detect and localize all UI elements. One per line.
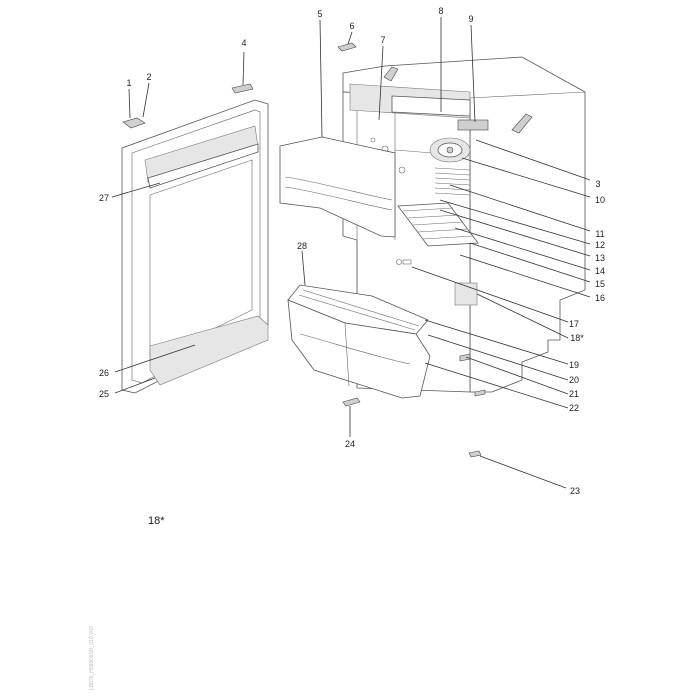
- callout-26: 26: [99, 368, 109, 378]
- callout-28: 28: [297, 241, 307, 251]
- part-23: [468, 450, 482, 458]
- callout-22: 22: [569, 403, 579, 413]
- callout-24: 24: [345, 439, 355, 449]
- callout-20: 20: [569, 375, 579, 385]
- callout-12: 12: [595, 240, 605, 250]
- callout-27: 27: [99, 193, 109, 203]
- callout-13: 13: [595, 253, 605, 263]
- callout-11: 11: [595, 229, 604, 239]
- callout-25: 25: [99, 389, 109, 399]
- callout-21: 21: [569, 389, 579, 399]
- callout-4: 4: [241, 38, 246, 48]
- side-code: LB876_H098D9SH_010.V03: [89, 626, 95, 690]
- callout-10: 10: [595, 195, 605, 205]
- callout-2: 2: [146, 72, 151, 82]
- callout-6: 6: [349, 21, 354, 31]
- callout-15: 15: [595, 279, 605, 289]
- callout-14: 14: [595, 266, 605, 276]
- callout-5: 5: [317, 9, 322, 19]
- crisper-drawer: [287, 284, 431, 399]
- callout-19: 19: [569, 360, 579, 370]
- callout-16: 16: [595, 293, 605, 303]
- leader-lines: [111, 17, 591, 489]
- callout-labels: 1 2 4 5 6 7 8 9 27 3 10 11 12 13 14 15 1…: [99, 6, 605, 496]
- callout-1: 1: [126, 78, 131, 88]
- callout-18-star: 18*: [570, 333, 584, 343]
- callout-17: 17: [569, 319, 579, 329]
- callout-23: 23: [570, 486, 580, 496]
- part-6: [337, 42, 357, 52]
- footnote-18-star: 18*: [148, 515, 165, 527]
- part-24: [342, 397, 361, 407]
- callout-9: 9: [468, 14, 473, 24]
- callout-7: 7: [380, 35, 385, 45]
- callout-3: 3: [595, 179, 600, 189]
- callout-8: 8: [438, 6, 443, 16]
- door: [121, 83, 269, 394]
- panel-5: [279, 136, 396, 238]
